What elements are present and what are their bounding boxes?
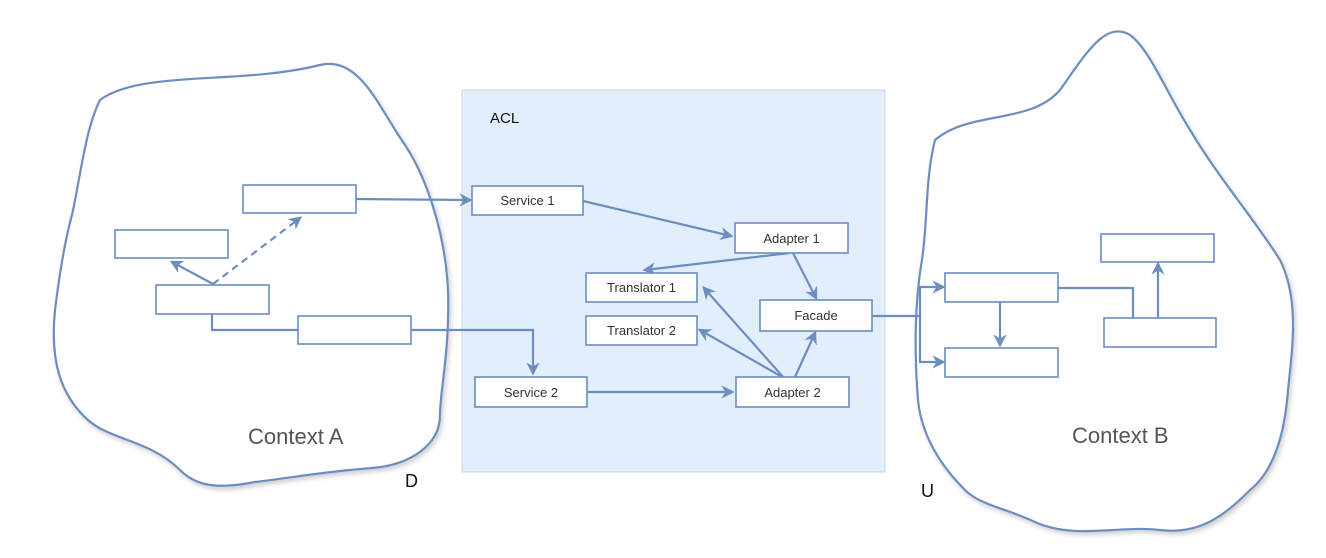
service1-label: Service 1 <box>500 193 554 208</box>
facade-box <box>759 299 873 332</box>
adapter1-label: Adapter 1 <box>763 231 819 246</box>
context-b-box-3 <box>1103 317 1217 348</box>
upstream-mark: U <box>921 481 934 501</box>
node-translator2: Translator 2 <box>585 315 698 346</box>
context-a-label: Context A <box>248 424 344 449</box>
edge-a-inner-dashed <box>212 216 303 285</box>
edge-b-inner-right <box>1058 286 1135 318</box>
downstream-mark: D <box>405 471 418 491</box>
node-facade: Facade <box>759 299 873 332</box>
adapter2-box <box>735 376 850 408</box>
service2-label: Service 2 <box>504 385 558 400</box>
adapter1-box <box>734 222 849 254</box>
context-b-label: Context B <box>1072 423 1169 448</box>
context-a-boundary <box>52 62 450 487</box>
context-b-box-4 <box>944 347 1059 378</box>
context-a-box-4 <box>297 315 412 345</box>
edge-facade-to-b-upper <box>872 280 946 318</box>
edge-adapter2-to-translator1 <box>702 286 785 379</box>
context-a-box-1 <box>242 184 357 214</box>
edge-a-box-to-service1 <box>355 193 473 207</box>
context-b-box-1 <box>1100 233 1215 263</box>
edge-service1-to-adapter1 <box>582 199 734 240</box>
context-b-box-2 <box>944 272 1059 303</box>
translator1-label: Translator 1 <box>607 280 676 295</box>
translator2-label: Translator 2 <box>607 323 676 338</box>
service2-box <box>474 376 588 408</box>
edge-adapter1-to-translator1 <box>642 251 791 276</box>
edge-a-inner-up <box>169 260 214 285</box>
adapter2-label: Adapter 2 <box>764 385 820 400</box>
edge-adapter2-to-facade <box>793 330 817 378</box>
node-translator1: Translator 1 <box>585 272 698 303</box>
service1-box <box>471 185 584 216</box>
context-b-boundary <box>914 30 1295 533</box>
translator1-box <box>585 272 698 303</box>
context-a-box-2 <box>114 229 229 259</box>
edge-adapter2-to-translator2 <box>697 328 785 379</box>
node-adapter1: Adapter 1 <box>734 222 849 254</box>
facade-label: Facade <box>794 308 837 323</box>
acl-label: ACL <box>490 110 519 127</box>
node-service1: Service 1 <box>471 185 584 216</box>
node-service2: Service 2 <box>474 376 588 408</box>
edge-facade-to-b-lower <box>918 316 946 369</box>
node-adapter2: Adapter 2 <box>735 376 850 408</box>
edge-adapter1-to-facade <box>792 252 818 301</box>
translator2-box <box>585 315 698 346</box>
context-a-box-3 <box>155 284 270 315</box>
